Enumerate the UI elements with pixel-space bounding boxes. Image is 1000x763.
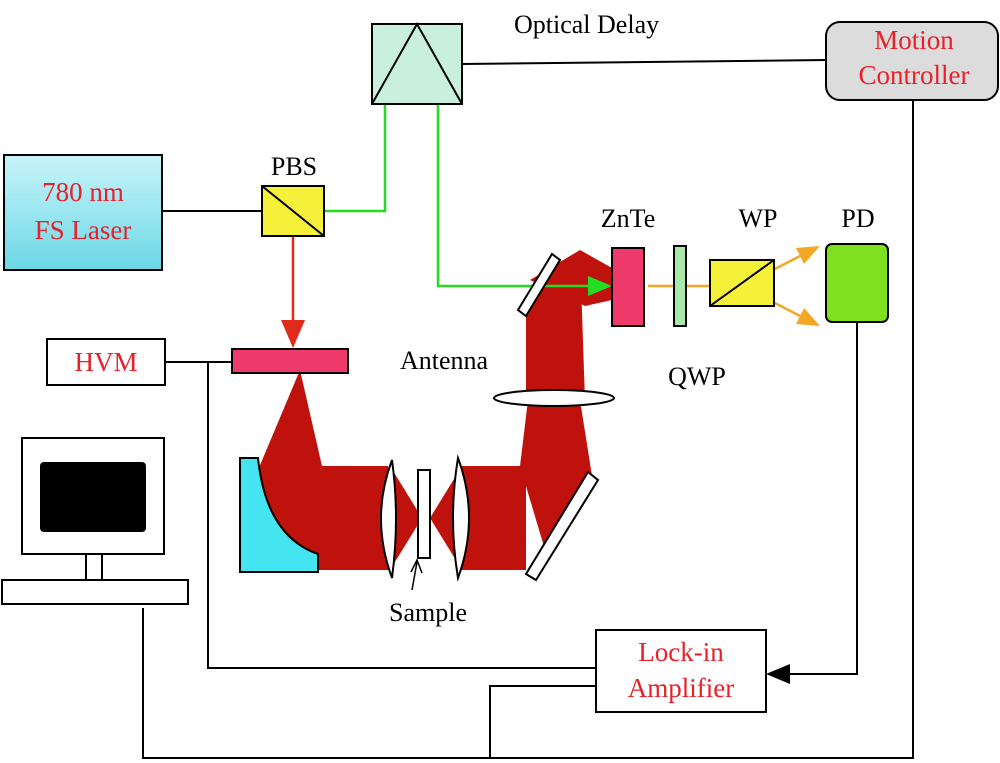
optical-delay-box [371, 23, 463, 105]
lockin-label-line1: Lock-in [638, 637, 724, 667]
wp-splitter-line [709, 259, 775, 307]
wire-pd-lockin [785, 322, 858, 675]
computer-neck [85, 553, 103, 581]
sample-slide [417, 469, 431, 559]
flat-mirror-lower [524, 470, 600, 582]
lockin-label-line2: Amplifier [628, 673, 734, 703]
hvm-label: HVM [74, 347, 137, 377]
flat-mirror-upper [516, 252, 562, 318]
computer-icon [1, 437, 189, 605]
thz-beam-focus-left [390, 466, 422, 570]
fs-laser-box [3, 154, 163, 271]
wire-controller-bottom [142, 100, 914, 759]
lockin-amplifier-box [595, 629, 767, 713]
thz-beam-collimated-right [458, 466, 526, 570]
optical-delay-stage [371, 21, 463, 105]
lens-right [452, 454, 470, 582]
fs-laser-label-line2: FS Laser [35, 215, 132, 245]
sample-pointer [411, 561, 418, 591]
pump-beam-arrowhead [281, 320, 305, 348]
lens-left [380, 459, 397, 579]
optical-delay-label: Optical Delay [514, 10, 659, 39]
signal-wiring [142, 59, 914, 759]
antenna-emitter [231, 348, 349, 374]
lockin-input-arrow [766, 664, 790, 684]
sample-label: Sample [389, 598, 467, 627]
wire-delay-controller [461, 59, 827, 65]
qwp-label: QWP [668, 362, 726, 391]
thz-beam-to-mirror [520, 400, 592, 560]
motion-controller-label-line1: Motion [874, 25, 954, 55]
detection-arrowhead-up [796, 246, 820, 264]
wire-lockin-computer [489, 685, 596, 758]
pd-label: PD [841, 204, 874, 233]
hvm-box [46, 338, 166, 386]
parabolic-mirror [239, 457, 319, 573]
wire-hvm-lockin-loop [207, 362, 596, 669]
sample-pointer-head [410, 558, 423, 574]
znte-label: ZnTe [601, 204, 656, 233]
pbs-label: PBS [271, 152, 317, 181]
lens-horizontal [493, 389, 615, 407]
znte-crystal [611, 247, 645, 327]
thz-beam-collimated-left [318, 466, 388, 570]
antenna-label: Antenna [400, 346, 489, 375]
pbs-splitter-line [261, 185, 325, 237]
qwp-plate [673, 245, 687, 327]
photodetector [825, 243, 889, 323]
retroreflector-icon [371, 21, 463, 105]
detection-arrowhead-down [796, 308, 820, 326]
computer-base [1, 579, 189, 605]
computer-screen [40, 462, 146, 532]
probe-beam-arrowhead [588, 276, 612, 296]
fs-laser-label-line1: 780 nm [42, 177, 124, 207]
wp-label: WP [739, 204, 778, 233]
motion-controller-label-line2: Controller [859, 60, 970, 90]
motion-controller-box [825, 21, 999, 101]
